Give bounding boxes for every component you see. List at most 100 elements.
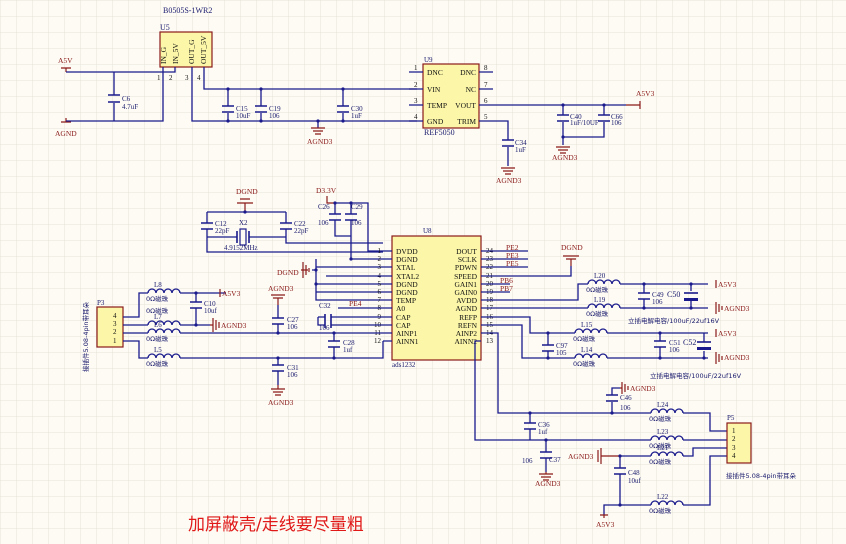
a5v3-port-2[interactable]: A5V3 xyxy=(219,289,241,298)
svg-text:C27: C27 xyxy=(287,316,299,324)
d33v-port[interactable]: D3.3V xyxy=(316,186,337,204)
svg-text:L14: L14 xyxy=(581,346,593,354)
cap-c50-electrolytic[interactable]: C50 xyxy=(667,290,698,301)
svg-text:1uF: 1uF xyxy=(515,146,526,154)
agnd3-ground-5[interactable]: AGND3 xyxy=(268,284,294,305)
u8-pin-name: CAP xyxy=(396,321,411,330)
a5v3-port-3[interactable]: A5V3 xyxy=(715,280,737,289)
u8-pin-num: 1 xyxy=(378,247,382,255)
svg-text:22pF: 22pF xyxy=(215,227,230,235)
svg-text:U8: U8 xyxy=(423,227,432,235)
u5-part: B0505S-1WR2 xyxy=(163,6,212,15)
agnd3-ground-6[interactable]: AGND3 xyxy=(268,385,294,407)
dgnd-ground-2[interactable]: DGND xyxy=(277,262,310,278)
svg-text:106: 106 xyxy=(351,219,362,227)
a5v3-port-4[interactable]: A5V3 xyxy=(715,329,737,338)
electrolytic-note-1: 立插电解电容/100uF/22uf16V xyxy=(628,316,720,325)
u8-pin-num: 3 xyxy=(378,263,382,271)
agnd3-ground-8[interactable]: AGND3 xyxy=(715,352,750,364)
dgnd-ground-3[interactable]: DGND xyxy=(561,243,583,266)
u8-pin-name: DVDD xyxy=(396,247,418,256)
cap-c52-electrolytic[interactable]: C52 xyxy=(683,338,711,350)
svg-text:C46: C46 xyxy=(620,394,632,402)
svg-text:L7: L7 xyxy=(154,313,162,321)
pe4-label: PE4 xyxy=(349,299,362,308)
u5-body xyxy=(159,31,213,68)
u8-net-label: PE5 xyxy=(506,259,519,268)
u9-pin-num: 2 xyxy=(414,81,418,89)
svg-text:A5V3: A5V3 xyxy=(222,289,241,298)
svg-text:AGND3: AGND3 xyxy=(268,398,294,407)
svg-text:106: 106 xyxy=(318,219,329,227)
a5v3-port-5[interactable]: A5V3 xyxy=(596,514,615,529)
svg-text:0Ω磁珠: 0Ω磁珠 xyxy=(146,306,169,315)
svg-text:1uF: 1uF xyxy=(351,112,362,120)
agnd3-ground-10[interactable]: AGND3 xyxy=(535,472,561,488)
svg-text:C52: C52 xyxy=(683,338,696,347)
svg-text:U9: U9 xyxy=(424,56,433,64)
design-note: 加屏蔽壳/走线要尽量粗 xyxy=(188,515,364,535)
p3-connector[interactable]: P3 4 3 2 1 接插件5.08-4pin带耳朵 xyxy=(81,299,124,372)
a5v3-port-1[interactable]: A5V3 xyxy=(626,89,655,109)
svg-text:1uf: 1uf xyxy=(538,428,548,436)
u9-pin-num: 1 xyxy=(414,64,418,72)
u8-net-label: PB7 xyxy=(500,284,513,293)
p5-connector[interactable]: P5 1 2 3 4 接插件5.08-4pin带耳朵 xyxy=(726,414,797,480)
svg-text:4.9152MHz: 4.9152MHz xyxy=(224,244,258,252)
u5-dcdc-module[interactable]: B0505S-1WR2 U5 IN_G IN_5V OUT_G OUT_5V 1… xyxy=(157,6,213,82)
agnd3-ground-7[interactable]: AGND3 xyxy=(715,302,750,314)
cap-c26[interactable]: C26 106 xyxy=(318,203,341,227)
agnd3-ground-3[interactable]: AGND3 xyxy=(552,146,578,162)
svg-text:1uF/10UF: 1uF/10UF xyxy=(570,119,599,127)
agnd3-ground-9[interactable]: AGND3 xyxy=(620,382,656,394)
svg-text:C50: C50 xyxy=(667,290,680,299)
cap-c6[interactable]: C6 4.7uF xyxy=(108,94,138,111)
agnd3-ground-4[interactable]: AGND3 xyxy=(210,318,247,332)
agnd3-ground-11[interactable]: AGND3 xyxy=(568,448,619,464)
agnd3-ground-1[interactable]: AGND3 xyxy=(307,127,333,146)
p3-body xyxy=(96,306,124,348)
agnd3-ground-2[interactable]: AGND3 xyxy=(496,167,522,185)
crystal-x2[interactable]: X2 4.9152MHz xyxy=(224,219,258,252)
u5-pin3-num: 3 xyxy=(185,74,189,82)
a5v-port[interactable]: A5V xyxy=(58,56,73,72)
svg-text:C26: C26 xyxy=(318,203,330,211)
svg-text:AGND3: AGND3 xyxy=(221,321,247,330)
u8-pin-num: 12 xyxy=(374,337,382,345)
